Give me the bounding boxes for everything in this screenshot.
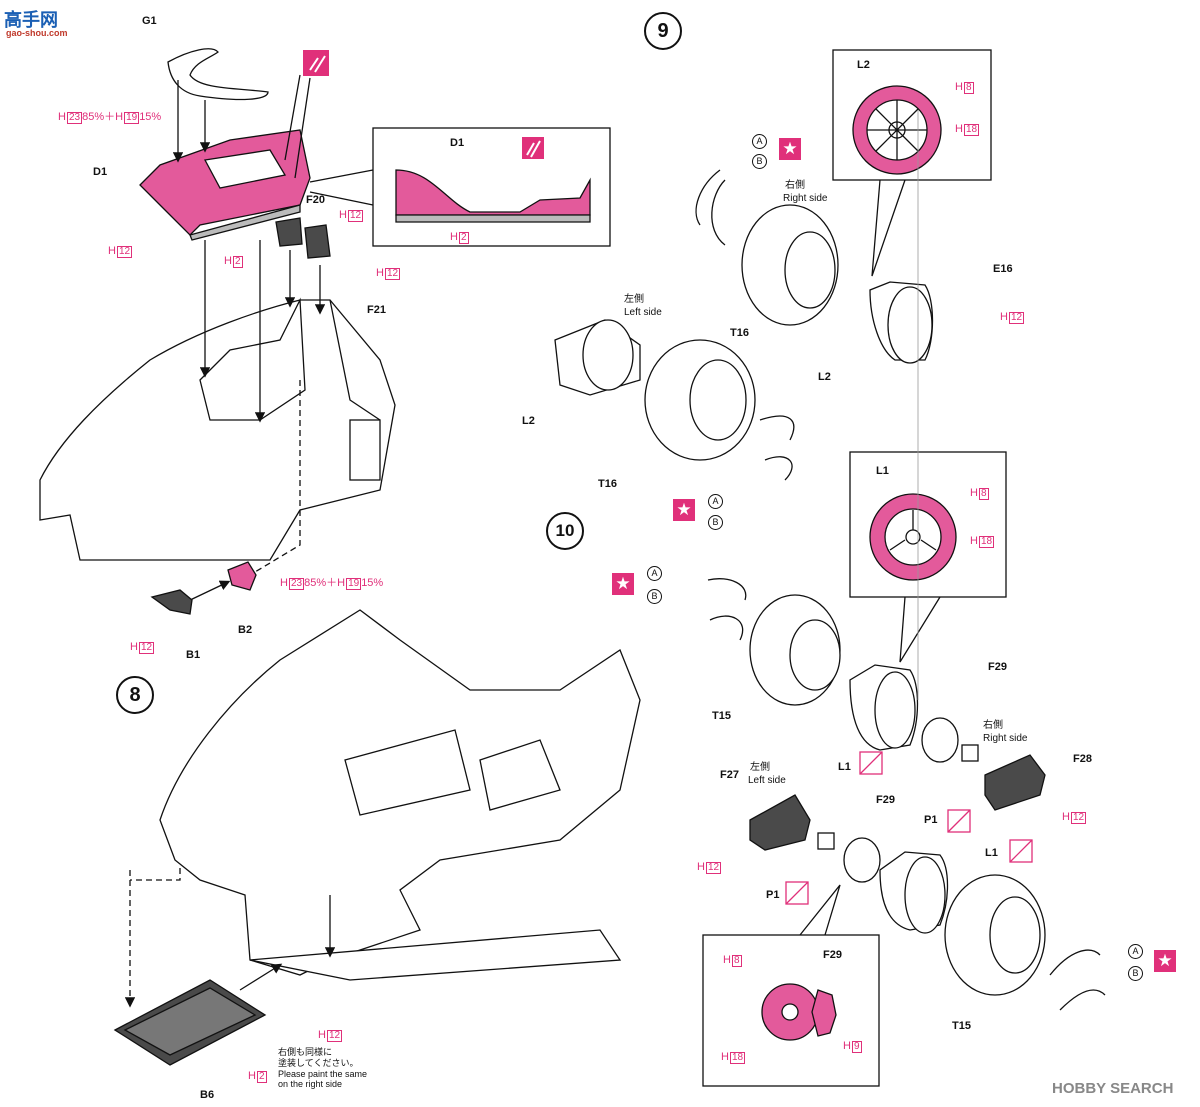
circle-b-3: B [647,589,662,604]
paint-note-jp1: 右側も同様に [278,1047,333,1057]
part-f27-shape [749,794,811,851]
part-label-t15-front: T15 [712,710,731,722]
part-label-l1-detail: L1 [876,465,889,477]
d1-detail-box [372,127,611,247]
part-label-f21: F21 [367,304,386,316]
part-label-b2: B2 [238,624,253,636]
part-p1-right [961,744,979,762]
side-label-left-en: Left side [624,307,662,318]
part-label-t16-right: T16 [730,327,749,339]
part-f28-shape [984,754,1046,811]
chassis-top-shape [39,299,396,561]
side-label-right-en: Right side [783,193,828,204]
part-label-t16-left: T16 [598,478,617,490]
hub-f29-right [921,717,959,763]
part-label-b1: B1 [186,649,201,661]
circle-a-4: A [1128,944,1143,959]
paint-note-en2: on the right side [278,1079,343,1090]
star-icon-3: ★ [612,573,634,595]
step-10-number: 10 [546,512,584,550]
part-label-p1-left: P1 [766,889,780,901]
part-label-f27: F27 [720,769,739,781]
side-label-left2-en: Left side [748,775,786,786]
part-label-l2-detail: L2 [857,59,870,71]
part-b2-shape [227,561,257,591]
part-p1-left [817,832,835,850]
part-g1-shape [167,48,269,101]
side-label-right2-jp: 右側 [983,720,1003,731]
side-label-left2-jp: 左側 [750,762,770,773]
circle-b-1: B [752,154,767,169]
circle-b-4: B [1128,966,1143,981]
part-label-l1-front: L1 [838,761,851,773]
step-9-number: 9 [644,12,682,50]
hub-f29-left [843,837,881,883]
circle-a-2: A [708,494,723,509]
part-label-e16: E16 [993,263,1013,275]
star-icon-4: ★ [1154,950,1176,972]
star-icon-2: ★ [673,499,695,521]
part-label-f29-detail: F29 [823,949,842,961]
paint-note-en1: Please paint the same [278,1068,368,1079]
part-label-g1: G1 [142,15,157,27]
step-8-number: 8 [116,676,154,714]
paint-note-jp2: 塗装してください。 [278,1057,359,1068]
side-label-left-jp: 左側 [624,294,644,305]
site-logo-sub: gao-shou.com [6,28,68,38]
part-label-l1-rear: L1 [985,847,998,859]
decal-icon-2 [522,137,544,159]
part-label-b6: B6 [200,1089,215,1101]
part-label-l2-left: L2 [522,415,535,427]
part-label-f28: F28 [1073,753,1092,765]
part-label-d1: D1 [93,166,108,178]
part-b1-shape [150,589,193,615]
side-label-right2-en: Right side [983,733,1028,744]
part-label-t15-rear: T15 [952,1020,971,1032]
part-f20-shape [275,217,303,247]
part-label-f20: F20 [306,194,325,206]
paint-note: 右側も同様に 塗装してください。 Please paint the same o… [278,1047,367,1090]
part-label-f29-right: F29 [988,661,1007,673]
part-label-p1-right: P1 [924,814,938,826]
circle-b-2: B [708,515,723,530]
part-label-l2-right: L2 [818,371,831,383]
part-f21-shape [304,224,331,259]
star-icon-1: ★ [779,138,801,160]
hobby-search-watermark: HOBBY SEARCH [1052,1080,1174,1097]
part-label-f29-left: F29 [876,794,895,806]
circle-a-3: A [647,566,662,581]
part-label-d1-detail: D1 [450,137,465,149]
circle-a-1: A [752,134,767,149]
side-label-right-jp: 右側 [785,180,805,191]
site-logo: 高手网 [4,10,58,30]
